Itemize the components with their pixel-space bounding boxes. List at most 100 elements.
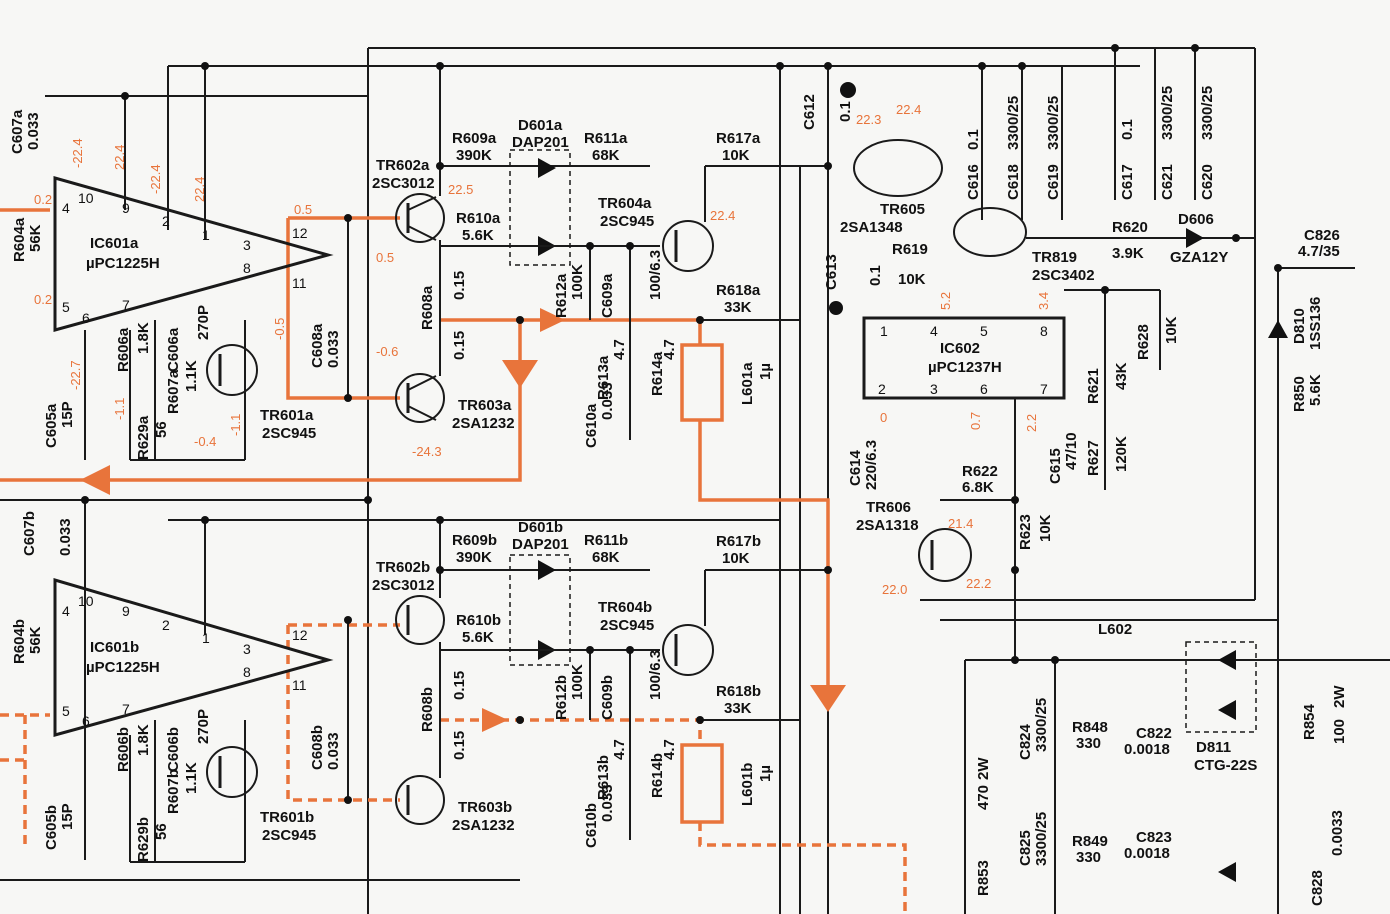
component-label: R613b bbox=[595, 755, 612, 800]
component-label: 1 bbox=[202, 630, 210, 646]
component-label: C613 bbox=[823, 254, 840, 290]
pin-label: 2 bbox=[162, 213, 170, 229]
component-label: 2SC945 bbox=[262, 827, 316, 844]
component-label: 43K bbox=[1113, 362, 1130, 390]
component-label: 2SC3402 bbox=[1032, 267, 1095, 284]
component-label: R607b bbox=[165, 769, 182, 814]
component-label: 0.2 bbox=[34, 192, 52, 207]
component-label: R604b bbox=[11, 619, 28, 664]
component-label: 3 bbox=[930, 381, 938, 397]
component-label: C619 bbox=[1045, 164, 1062, 200]
component-label: 120K bbox=[1113, 436, 1130, 472]
channel-b: IC601b µPC1225H 4 10 9 2 1 3 8 12 11 5 6… bbox=[11, 511, 828, 863]
component-label: 8 bbox=[243, 664, 251, 680]
r629a-value: 56 bbox=[153, 421, 170, 438]
component-label: 56 bbox=[153, 823, 170, 840]
tr602a-part: 2SC3012 bbox=[372, 175, 435, 192]
component-label: C824 bbox=[1017, 723, 1034, 760]
component-label: L602 bbox=[1098, 621, 1132, 638]
protection-section: C612 0.1 TR605 2SA1348 TR819 2SC3402 C61… bbox=[801, 48, 1390, 914]
component-label: D811 bbox=[1196, 739, 1231, 756]
component-label: 0 bbox=[880, 410, 887, 425]
transistor-tr603a bbox=[395, 373, 445, 423]
component-label: 3.4 bbox=[1036, 292, 1051, 310]
component-label: 56K bbox=[27, 626, 44, 654]
component-label: DAP201 bbox=[512, 536, 569, 553]
component-label: 2SC3012 bbox=[372, 577, 435, 594]
component-label: µPC1237H bbox=[928, 359, 1002, 376]
component-label: C608b bbox=[309, 725, 326, 770]
component-label: 22.4 bbox=[896, 102, 921, 117]
component-label: C620 bbox=[1199, 164, 1216, 200]
component-label: 22.4 bbox=[192, 177, 207, 202]
component-label: 0.1 bbox=[1119, 119, 1136, 140]
tr603a-part: 2SA1232 bbox=[452, 415, 515, 432]
component-label: TR603b bbox=[458, 799, 512, 816]
r613a-value: 4.7 bbox=[611, 339, 628, 360]
ic602 bbox=[862, 316, 1066, 400]
component-label: 0.1 bbox=[867, 265, 884, 286]
component-label: 7 bbox=[1040, 381, 1048, 397]
component-label: C615 bbox=[1047, 448, 1064, 484]
component-label: -22.4 bbox=[70, 138, 85, 168]
component-label: C606b bbox=[165, 727, 182, 772]
component-label: 11 bbox=[292, 677, 307, 693]
component-label: 22.3 bbox=[856, 112, 881, 127]
c610a-value: 0.033 bbox=[599, 382, 616, 420]
component-label: 10K bbox=[1163, 316, 1180, 344]
component-label: D606 bbox=[1178, 211, 1214, 228]
component-label: 22.4 bbox=[710, 208, 735, 223]
component-label: 10K bbox=[1037, 514, 1054, 542]
component-label: 1SS136 bbox=[1307, 297, 1324, 350]
l601a-label: L601a bbox=[739, 362, 756, 405]
component-label: R854 bbox=[1301, 703, 1318, 740]
component-label: 0.1 bbox=[965, 129, 982, 150]
component-label: R620 bbox=[1112, 219, 1148, 236]
component-label: C605b bbox=[43, 805, 60, 850]
transistor-tr606 bbox=[918, 528, 972, 582]
op-amp-ic601a bbox=[53, 176, 334, 332]
component-label: 3.9K bbox=[1112, 245, 1144, 262]
c606a-label: C606a bbox=[165, 327, 182, 372]
component-label: 68K bbox=[592, 549, 620, 566]
component-label: 5 bbox=[980, 323, 988, 339]
component-label: TR601b bbox=[260, 809, 314, 826]
r629a-label: R629a bbox=[135, 415, 152, 460]
component-label: 0.5 bbox=[376, 250, 394, 265]
diode-d811 bbox=[1185, 641, 1257, 733]
component-label: 0.7 bbox=[968, 412, 983, 430]
r607a-label: R607a bbox=[165, 369, 182, 414]
component-label: 3300/25 bbox=[1045, 96, 1062, 150]
component-label: 10 bbox=[78, 593, 94, 609]
r612a-label: R612a bbox=[553, 273, 570, 318]
component-label: R614b bbox=[649, 753, 666, 798]
component-label: C823 bbox=[1136, 829, 1172, 846]
c605a-value: 15P bbox=[59, 401, 76, 428]
component-label: TR602b bbox=[376, 559, 430, 576]
r614a-label: R614a bbox=[649, 351, 666, 396]
r609a-label: R609a bbox=[452, 130, 497, 147]
tr601a-label: TR601a bbox=[260, 407, 314, 424]
component-label: 2W bbox=[1331, 685, 1348, 708]
component-label: 22.0 bbox=[882, 582, 907, 597]
r604a-value: 56K bbox=[27, 224, 44, 252]
component-label: 22.2 bbox=[966, 576, 991, 591]
component-label: 1.8K bbox=[135, 724, 152, 756]
r618a-label: R618a bbox=[716, 282, 761, 299]
component-label: -0.5 bbox=[272, 318, 287, 340]
c609a-label: C609a bbox=[599, 273, 616, 318]
component-label: 470 bbox=[975, 785, 992, 810]
c606a-value: 270P bbox=[195, 305, 212, 340]
component-label: 0.2 bbox=[34, 292, 52, 307]
transistor-tr603b bbox=[395, 775, 445, 825]
r607a-value: 1.1K bbox=[183, 360, 200, 392]
r610a-value: 5.6K bbox=[462, 227, 494, 244]
diode-d601a bbox=[509, 149, 571, 266]
pin-label: 7 bbox=[122, 297, 130, 313]
component-label: D601b bbox=[518, 519, 563, 536]
component-label: 4 bbox=[930, 323, 938, 339]
component-label: TR819 bbox=[1032, 249, 1077, 266]
r617a-label: R617a bbox=[716, 130, 761, 147]
component-label: IC602 bbox=[940, 340, 980, 357]
component-label: R627 bbox=[1085, 440, 1102, 476]
